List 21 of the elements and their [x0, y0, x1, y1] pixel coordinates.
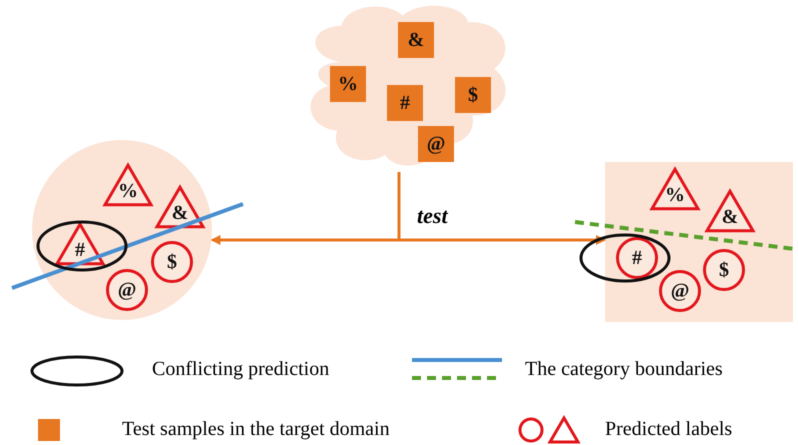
sample-square: # [387, 85, 423, 121]
predicted-label-circle: @ [106, 269, 148, 311]
predicted-label-triangle: % [103, 163, 153, 207]
legend-text: The category boundaries [525, 358, 723, 381]
sample-square: % [330, 66, 366, 102]
sample-square: @ [418, 126, 454, 162]
target-domain-panel [605, 162, 793, 322]
predicted-label-triangle: & [155, 185, 205, 229]
predicted-label-triangle: & [705, 189, 755, 233]
legend-text: Test samples in the target domain [122, 418, 390, 441]
arrow [398, 172, 606, 245]
predicted-label-circle: $ [703, 249, 745, 291]
predicted-label-circle: @ [659, 270, 701, 312]
sample-square: $ [455, 77, 491, 113]
predicted-label-circle: # [616, 237, 658, 279]
legend-text: Predicted labels [605, 418, 732, 441]
predicted-label-circle: $ [151, 241, 193, 283]
predicted-label-triangle: # [55, 222, 105, 266]
legend-text: Conflicting prediction [152, 358, 330, 381]
predicted-label-triangle: % [650, 167, 700, 211]
sample-square: & [398, 22, 434, 58]
